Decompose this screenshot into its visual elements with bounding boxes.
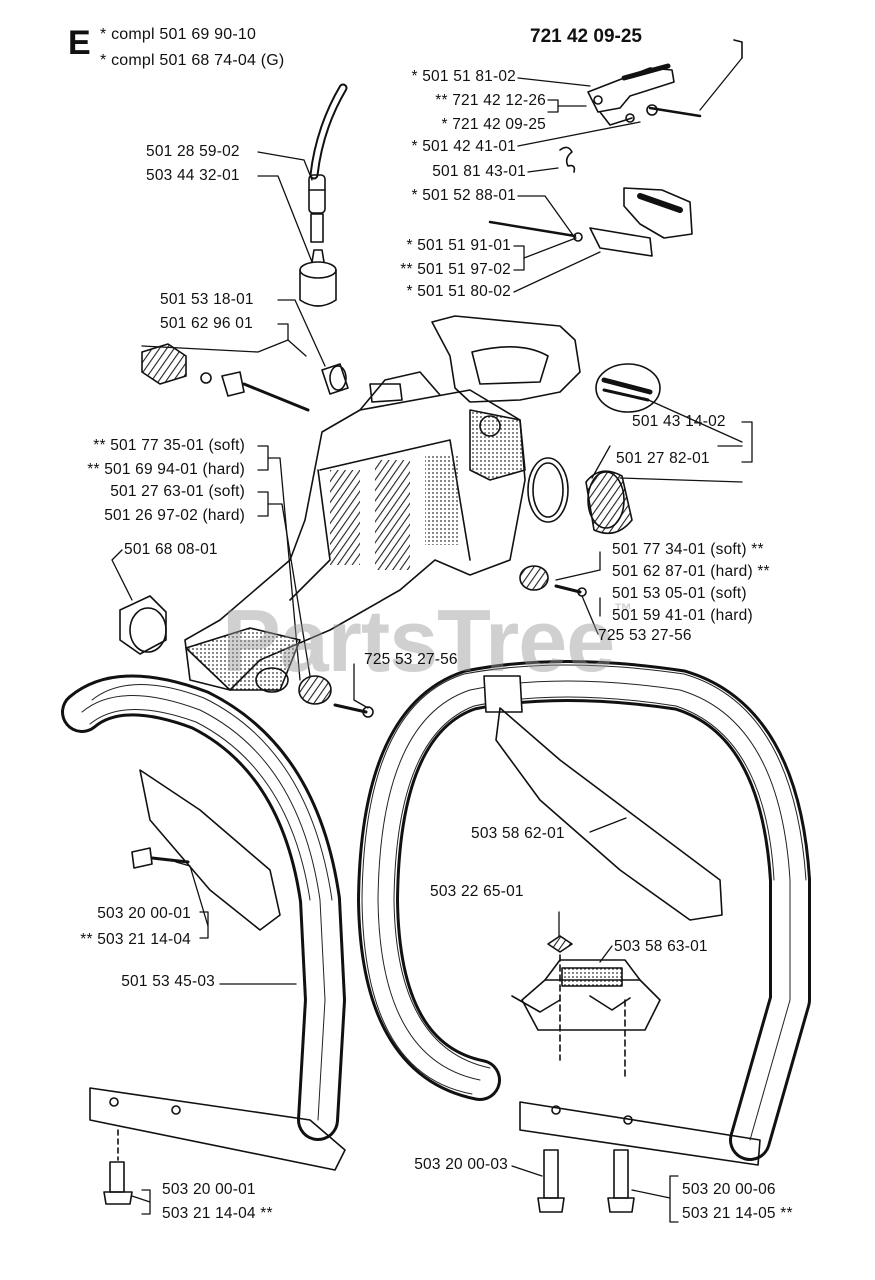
watermark: PartsTree™ <box>222 591 632 690</box>
part-label: * 501 51 80-02 <box>406 283 511 300</box>
left-bolt-part <box>103 847 190 1205</box>
header-note: * compl 501 68 74-04 (G) <box>100 52 285 69</box>
part-label: ** 501 69 94-01 (hard) <box>87 461 245 478</box>
part-label: 501 28 59-02 <box>146 143 240 160</box>
part-label: 501 53 18-01 <box>160 291 254 308</box>
part-label: 503 22 65-01 <box>430 883 524 900</box>
spring-clip-part <box>559 146 576 173</box>
part-label: 501 62 96 01 <box>160 315 253 332</box>
part-label: ** 721 42 12-26 <box>435 92 546 109</box>
part-label: 725 53 27-56 <box>364 651 458 668</box>
part-label: 503 58 62-01 <box>471 825 565 842</box>
part-label: 501 27 63-01 (soft) <box>110 483 245 500</box>
front-handlebar-part <box>357 660 811 1166</box>
tank-cap-part <box>527 363 661 535</box>
part-label: * 501 42 41-01 <box>411 138 516 155</box>
part-label: ** 503 21 14-04 <box>80 931 191 948</box>
part-label: 503 21 14-04 ** <box>162 1205 273 1222</box>
part-label: * 501 51 81-02 <box>411 68 516 85</box>
part-label: 501 62 87-01 (hard) ** <box>612 563 770 580</box>
part-label: 501 27 82-01 <box>616 450 710 467</box>
part-label: 503 58 63-01 <box>614 938 708 955</box>
part-label: * 721 42 09-25 <box>441 116 546 133</box>
leader-lines <box>111 57 753 1223</box>
part-label: ** 501 51 97-02 <box>400 261 511 278</box>
part-label: 501 53 45-03 <box>121 973 215 990</box>
throttle-trigger-part <box>587 39 743 126</box>
part-label: 501 26 97-02 (hard) <box>104 507 245 524</box>
bushing-part <box>321 363 349 395</box>
part-label: ** 501 77 35-01 (soft) <box>93 437 245 454</box>
av-spring-element <box>298 675 374 718</box>
part-label: 503 20 00-01 <box>162 1181 256 1198</box>
part-label: 501 68 08-01 <box>124 541 218 558</box>
part-label: 501 43 14-02 <box>632 413 726 430</box>
right-bolts-part <box>537 1149 635 1213</box>
handlebar-bracket-part <box>511 959 661 1031</box>
part-label: 501 53 05-01 (soft) <box>612 585 747 602</box>
part-label: 503 21 14-05 ** <box>682 1205 793 1222</box>
part-label: * 501 52 88-01 <box>411 187 516 204</box>
part-label: 501 59 41-01 (hard) <box>612 607 753 624</box>
part-label: 503 20 00-03 <box>414 1156 508 1173</box>
fuel-filter-part <box>299 249 337 307</box>
part-label: 501 81 43-01 <box>432 163 526 180</box>
assembly-number: 721 42 09-25 <box>530 26 642 47</box>
part-label: 503 20 00-01 <box>97 905 191 922</box>
rear-handle-housing <box>184 315 581 693</box>
adjuster-knob-part <box>141 343 310 412</box>
part-label: * 501 51 91-01 <box>406 237 511 254</box>
damper-part <box>119 595 167 655</box>
fuel-hose-part <box>308 83 348 243</box>
left-handlebar-part <box>61 674 346 1171</box>
part-label: 503 20 00-06 <box>682 1181 776 1198</box>
section-letter: E <box>68 24 91 62</box>
av-element-right <box>519 565 587 597</box>
trademark-mark: ™ <box>614 600 632 620</box>
nut-part <box>547 935 626 1081</box>
header-note: * compl 501 69 90-10 <box>100 26 257 43</box>
part-label: 501 77 34-01 (soft) ** <box>612 541 764 558</box>
part-label: 725 53 27-56 <box>598 627 692 644</box>
part-label: 503 44 32-01 <box>146 167 240 184</box>
